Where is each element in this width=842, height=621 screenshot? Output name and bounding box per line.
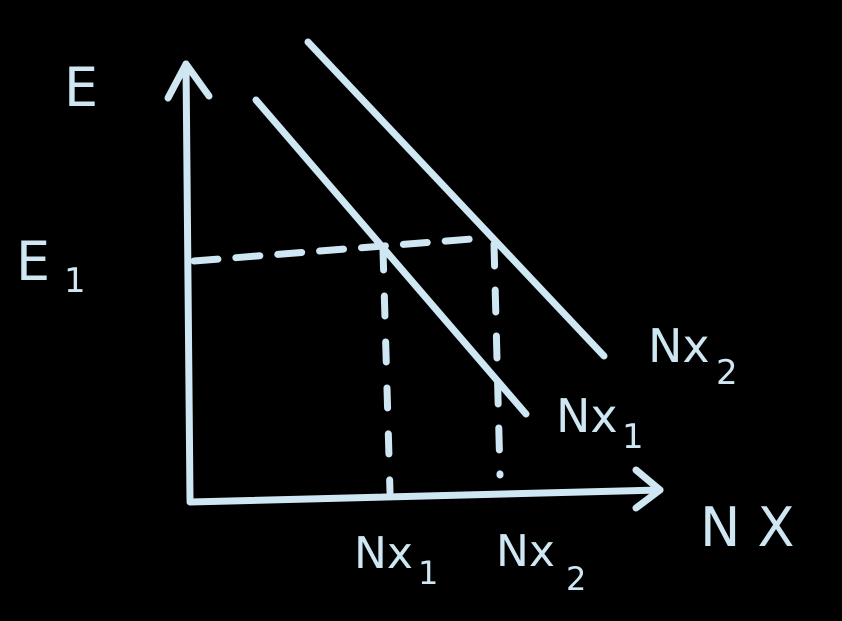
e1-dashed-line — [190, 234, 488, 265]
nx1-dashed-line — [379, 246, 394, 496]
x-tick-nx2-label: Nx — [496, 526, 555, 577]
curve-nx1 — [252, 96, 530, 418]
x-tick-nx1-subscript: 1 — [418, 554, 438, 592]
e1-label: E — [16, 230, 50, 293]
y-axis-label: E — [64, 56, 98, 119]
curve-nx1-subscript: 1 — [622, 417, 644, 457]
curve-nx2 — [304, 38, 608, 360]
x-axis — [186, 486, 664, 506]
x-axis-label: N X — [700, 496, 795, 559]
y-axis-arrowhead — [164, 60, 213, 102]
nx2-dashed-line — [490, 240, 504, 479]
e1-subscript: 1 — [64, 261, 86, 301]
x-tick-nx1-label: Nx — [354, 528, 413, 579]
y-axis — [182, 60, 194, 504]
curve-nx2-subscript: 2 — [716, 353, 738, 393]
x-axis-arrowhead — [632, 466, 664, 512]
curve-nx1-label: Nx — [556, 389, 618, 443]
curve-nx2-label: Nx — [648, 319, 710, 373]
x-tick-nx2-subscript: 2 — [566, 560, 586, 598]
